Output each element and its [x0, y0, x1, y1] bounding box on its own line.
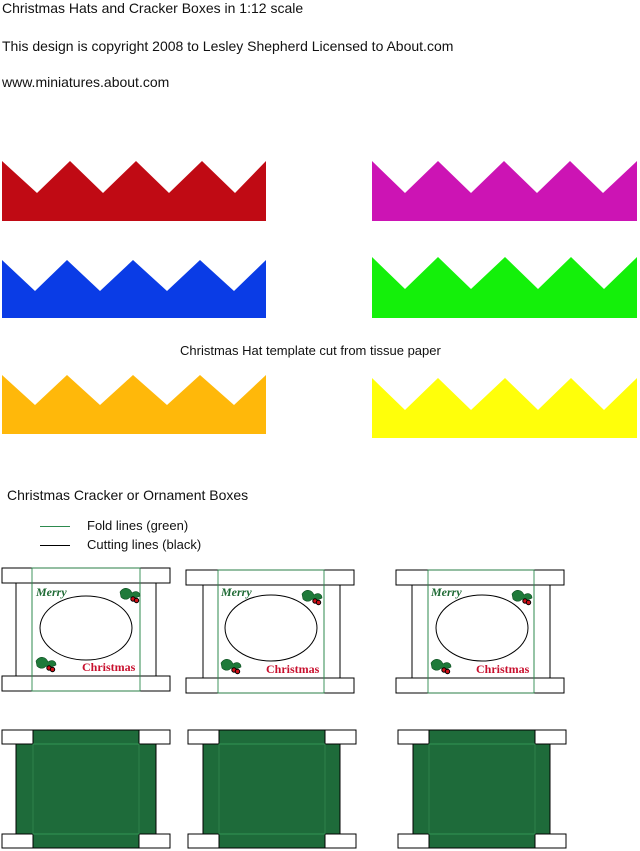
page-title: Christmas Hats and Cracker Boxes in 1:12…	[2, 0, 304, 16]
hat-magenta	[372, 161, 637, 221]
box-section-title: Christmas Cracker or Ornament Boxes	[7, 487, 249, 503]
copyright-notice: This design is copyright 2008 to Lesley …	[2, 38, 454, 54]
fold-line-swatch	[40, 526, 70, 528]
greeting-christmas-1: Christmas	[82, 660, 136, 674]
cut-line-swatch	[40, 545, 70, 547]
hat-green	[372, 257, 637, 318]
legend-cutting-lines: Cutting lines (black)	[40, 537, 201, 552]
legend-fold-label: Fold lines (green)	[87, 518, 189, 533]
greeting-christmas-2: Christmas	[266, 662, 320, 676]
legend-cut-label: Cutting lines (black)	[87, 537, 202, 552]
greeting-merry-3: Merry	[430, 585, 462, 599]
legend-fold-lines: Fold lines (green)	[40, 518, 188, 533]
greeting-merry-1: Merry	[35, 585, 67, 599]
green-box-template-3	[397, 729, 567, 849]
website-url[interactable]: www.miniatures.about.com	[2, 74, 170, 90]
greeting-christmas-3: Christmas	[476, 662, 530, 676]
hat-red	[2, 161, 266, 221]
hat-orange	[2, 375, 266, 434]
green-box-template-1	[1, 729, 171, 849]
box-template-1	[1, 567, 171, 692]
greeting-merry-2: Merry	[220, 585, 252, 599]
green-box-template-2	[187, 729, 357, 849]
hat-template-caption: Christmas Hat template cut from tissue p…	[180, 343, 441, 358]
hat-yellow	[372, 378, 637, 438]
hat-blue	[2, 260, 266, 318]
box-template-2	[185, 569, 355, 694]
box-template-3	[395, 569, 565, 694]
